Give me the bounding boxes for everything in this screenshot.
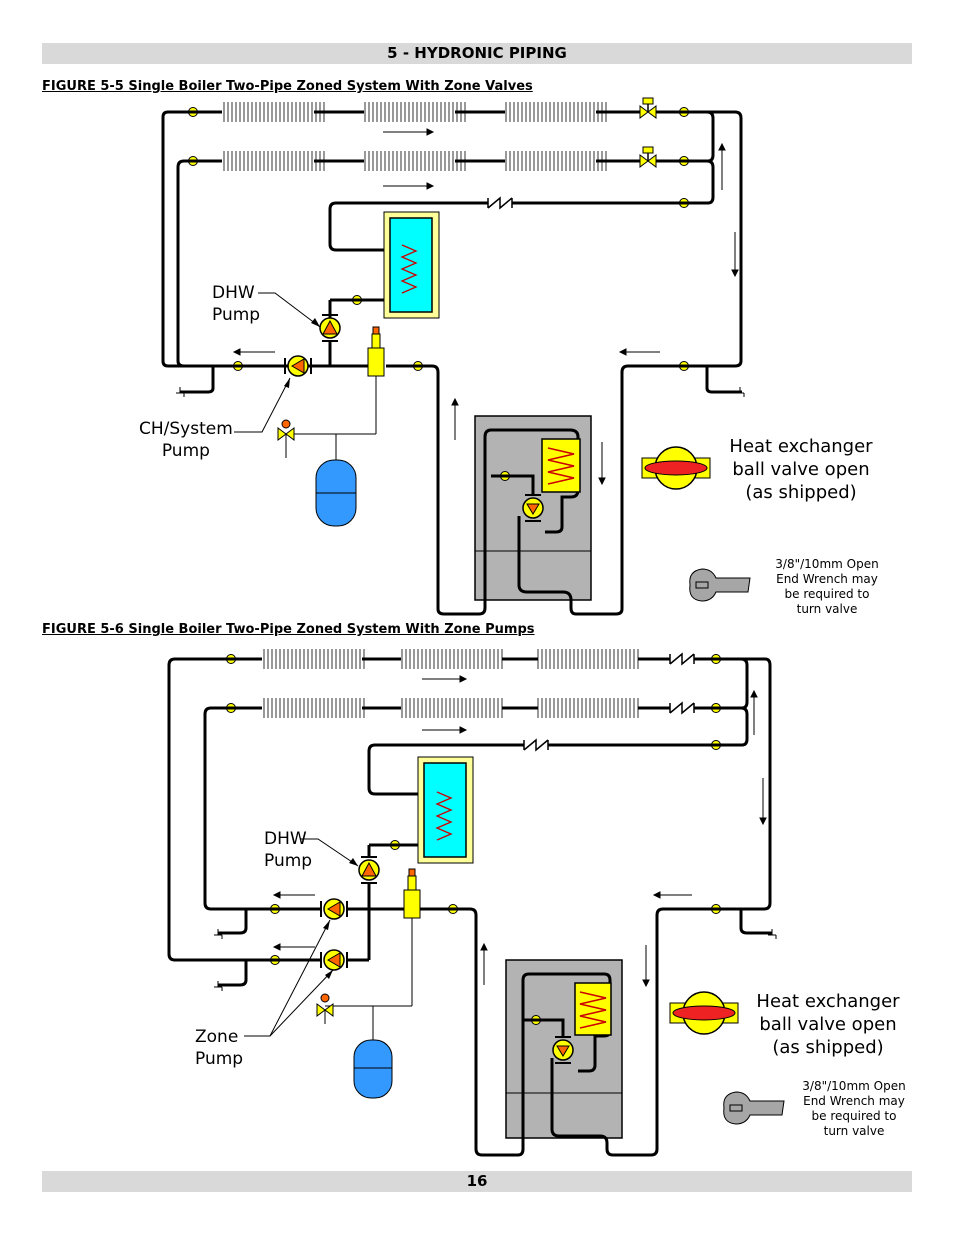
wrench-note-5-5: 3/8"/10mm Open End Wrench may be require…: [775, 557, 879, 616]
legend-ball-valve-icon: [641, 446, 711, 490]
dhw-pump-label: DHW Pump: [212, 283, 261, 325]
dhw-pump-label-5-6: DHW Pump: [264, 829, 313, 871]
section-header: 5 - HYDRONIC PIPING: [42, 43, 912, 64]
figure-5-5-title: FIGURE 5-5 Single Boiler Two-Pipe Zoned …: [42, 79, 533, 94]
ch-system-pump-label: CH/System Pump: [139, 419, 233, 461]
wrench-note-5-6: 3/8"/10mm Open End Wrench may be require…: [802, 1079, 906, 1138]
legend-text-5-6: Heat exchanger ball valve open (as shipp…: [756, 991, 900, 1058]
legend-text-5-5: Heat exchanger ball valve open (as shipp…: [729, 436, 873, 503]
page-number: 16: [42, 1171, 912, 1192]
figure-5-6-title: FIGURE 5-6 Single Boiler Two-Pipe Zoned …: [42, 622, 535, 637]
zone-pump-label: Zone Pump: [195, 1027, 244, 1069]
